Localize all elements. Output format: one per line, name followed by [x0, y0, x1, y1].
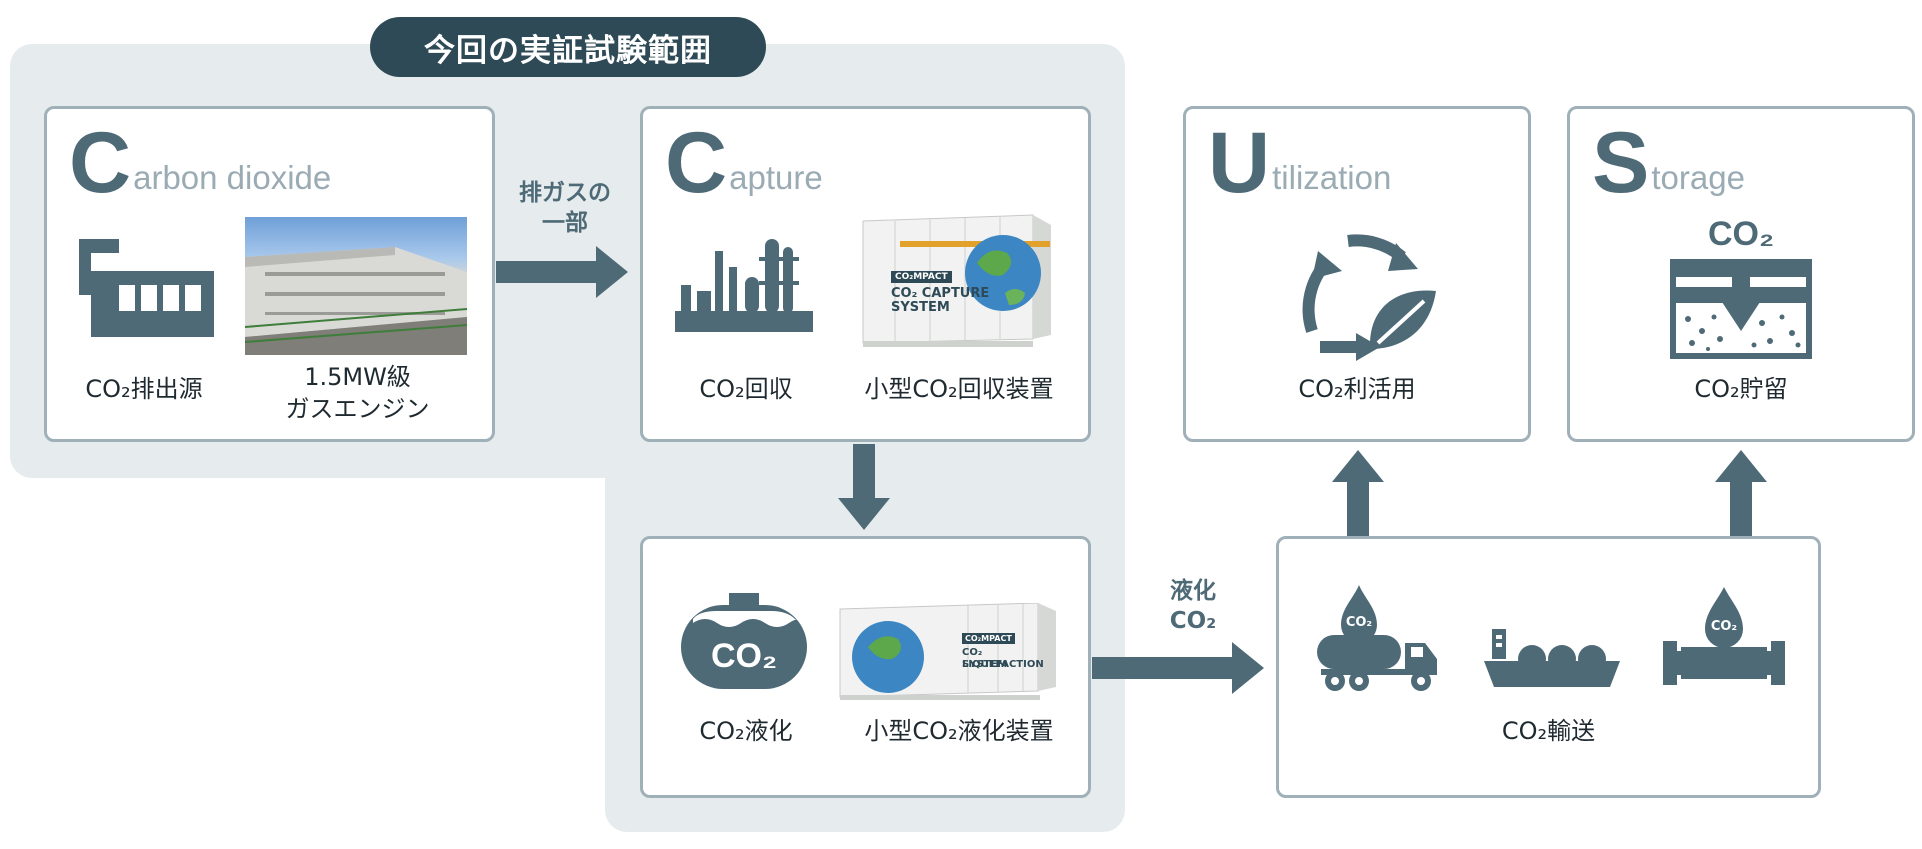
liquefaction-box: CO₂ CO₂MPACT CO₂ LIQUEFACTION SYSTEM CO₂…: [640, 536, 1091, 798]
transport-box: CO₂ CO₂ CO₂輸送: [1276, 536, 1821, 798]
plant-icon: [675, 239, 813, 332]
liquefaction-label: CO₂液化: [699, 717, 793, 745]
tank-truck-icon: [1317, 585, 1437, 691]
exhaust-arrow: [496, 246, 628, 298]
capture-label: CO₂回収: [699, 375, 793, 403]
exhaust-arrow-label: 排ガスの 一部: [500, 178, 630, 238]
capture-down-arrow: [838, 444, 890, 530]
lng-ship-icon: [1484, 629, 1620, 687]
gas-engine-photo: [245, 217, 467, 355]
capture-box: C apture CO₂MPACT CO₂ CAPTURE: [640, 106, 1091, 442]
storage-heading-rest: torage: [1651, 159, 1745, 196]
capture-heading: C apture: [665, 115, 823, 211]
storage-underground-icon: [1670, 259, 1812, 359]
emission-source-label: CO₂排出源: [85, 375, 203, 403]
utilization-up-arrow: [1332, 450, 1384, 536]
utilization-heading: U tilization: [1208, 115, 1392, 211]
storage-icon-text: CO₂: [1707, 215, 1775, 253]
liquefaction-device-image: CO₂MPACT CO₂ LIQUEFACTION SYSTEM: [838, 603, 1058, 703]
liquefaction-device-brand: CO₂MPACT: [962, 633, 1015, 644]
liquid-co2-arrow: [1092, 642, 1264, 694]
carbon-heading-letter: C: [69, 115, 132, 211]
utilization-heading-letter: U: [1208, 115, 1271, 211]
liquid-co2-arrow-label: 液化 CO₂: [1128, 576, 1258, 636]
capture-device-brand: CO₂MPACT: [891, 271, 952, 283]
gas-engine-label-line1: 1.5MW級: [304, 363, 411, 391]
transport-label: CO₂輸送: [1501, 717, 1596, 745]
recycle-leaf-icon: [1302, 234, 1436, 361]
gas-engine-label-line2: ガスエンジン: [285, 395, 430, 423]
utilization-heading-rest: tilization: [1272, 159, 1392, 196]
scope-label: 今回の実証試験範囲: [370, 17, 766, 77]
exhaust-arrow-label-line1: 排ガスの: [519, 180, 611, 206]
storage-label: CO₂貯留: [1694, 375, 1788, 403]
storage-heading: S torage: [1592, 115, 1745, 211]
capture-device-image: CO₂MPACT CO₂ CAPTURE SYSTEM: [855, 213, 1055, 363]
carbon-heading: C arbon dioxide: [69, 115, 332, 211]
exhaust-arrow-label-line2: 一部: [542, 210, 588, 236]
liquefaction-device-text1: CO₂ LIQUEFACTION: [962, 647, 1044, 670]
liquefaction-device-text2: SYSTEM: [962, 659, 1008, 670]
capture-device-label: 小型CO₂回収装置: [864, 375, 1054, 403]
truck-drop-text: CO₂: [1345, 615, 1373, 630]
utilization-box: U tilization CO₂利活用: [1183, 106, 1531, 442]
carbon-heading-rest: arbon dioxide: [133, 159, 332, 196]
liquefaction-device-label: 小型CO₂液化装置: [864, 717, 1054, 745]
capture-device-text1: CO₂ CAPTURE: [891, 286, 990, 301]
capture-device-text2: SYSTEM: [891, 300, 950, 315]
storage-box: S torage CO₂ CO₂貯留: [1567, 106, 1915, 442]
utilization-label: CO₂利活用: [1298, 375, 1416, 403]
carbon-dioxide-box: C arbon dioxide CO₂排出源 1.5MW級 ガスエンジン: [44, 106, 495, 442]
pipeline-icon: [1663, 587, 1785, 685]
co2-tank-text: CO₂: [710, 637, 778, 675]
co2-tank-icon: [681, 593, 807, 689]
factory-emission-icon: [79, 239, 214, 337]
pipe-drop-text: CO₂: [1710, 619, 1738, 634]
capture-heading-rest: apture: [729, 159, 823, 196]
liquid-co2-arrow-label-line2: CO₂: [1169, 608, 1217, 634]
liquid-co2-arrow-label-line1: 液化: [1170, 578, 1216, 604]
storage-up-arrow: [1715, 450, 1767, 536]
capture-heading-letter: C: [665, 115, 728, 211]
storage-heading-letter: S: [1592, 115, 1650, 211]
